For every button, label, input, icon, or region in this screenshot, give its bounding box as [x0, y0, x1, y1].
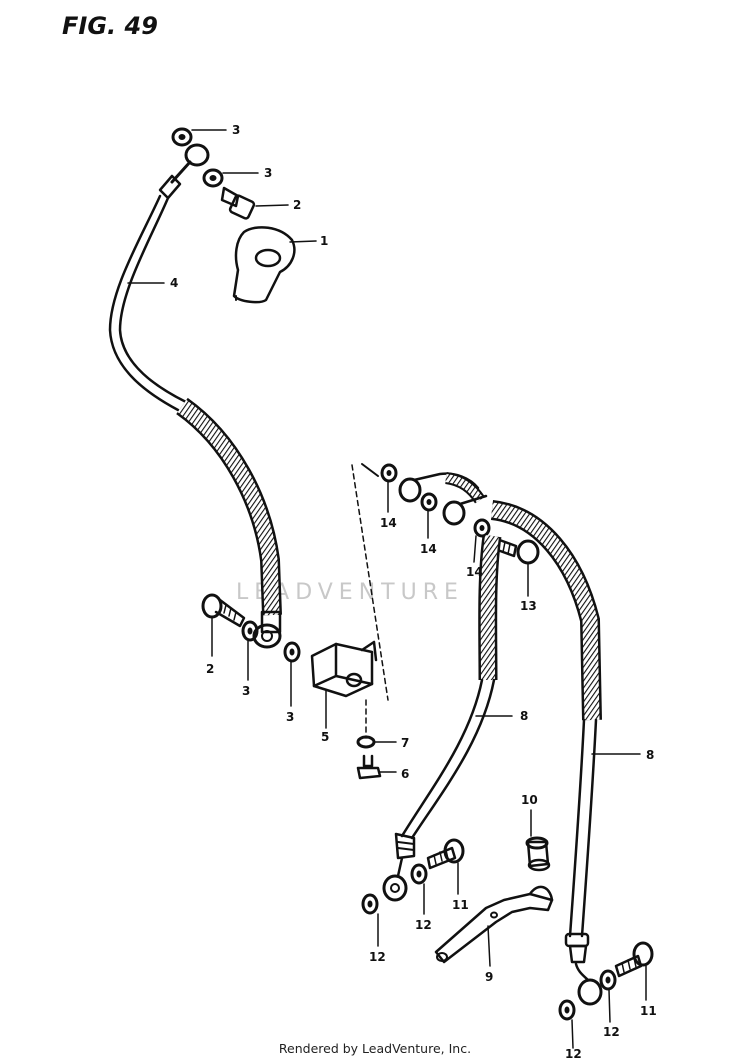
callout-12: 12 [565, 1047, 582, 1060]
washer-part-12-d [599, 969, 617, 991]
brake-joint-part-5 [310, 640, 378, 698]
washer-part-3-lower-left [241, 620, 259, 642]
washer-part-12-c [558, 999, 576, 1021]
callout-7: 7 [401, 736, 409, 750]
master-cylinder-part-1 [232, 226, 296, 304]
callout-11: 11 [452, 898, 469, 912]
washer-part-3-second [202, 168, 224, 188]
brake-hose-part-8-right [490, 500, 603, 1006]
callout-14: 14 [380, 516, 397, 530]
callout-2: 2 [206, 662, 214, 676]
hose-clamp-part-9 [434, 885, 554, 964]
callout-12: 12 [369, 950, 386, 964]
washer-part-14-a [380, 463, 398, 483]
union-bolt-part-11-right [614, 941, 654, 978]
callout-1: 1 [320, 234, 328, 248]
washer-part-3-lower-right [283, 641, 301, 663]
callout-12: 12 [415, 918, 432, 932]
union-bolt-part-2-upper [220, 186, 256, 220]
callout-2: 2 [293, 198, 301, 212]
footer-credit: Rendered by LeadVenture, Inc. [278, 1041, 472, 1056]
bolt-part-6 [356, 754, 382, 780]
callout-6: 6 [401, 767, 409, 781]
leader-lines [127, 129, 647, 1049]
washer-part-12-a [361, 893, 379, 915]
washer-part-14-c [473, 518, 491, 538]
figure-title: FIG. 49 [62, 12, 158, 40]
washer-part-3-top [171, 127, 193, 147]
callout-3: 3 [242, 684, 250, 698]
washer-part-7 [356, 735, 376, 749]
callout-3: 3 [232, 123, 240, 137]
callout-13: 13 [520, 599, 537, 613]
upper-brake-hose-part-4 [108, 143, 282, 649]
assembly-guide-tick [361, 463, 379, 477]
callout-14: 14 [420, 542, 437, 556]
callout-10: 10 [521, 793, 538, 807]
union-bolt-part-11-left [426, 838, 465, 870]
union-bolt-part-2-lower [201, 593, 246, 628]
callout-4: 4 [170, 276, 178, 290]
callout-14: 14 [466, 565, 483, 579]
callout-8: 8 [646, 748, 654, 762]
assembly-guide-line [351, 464, 389, 739]
callout-3: 3 [286, 710, 294, 724]
hose-fittings-upper [398, 472, 488, 526]
callout-8: 8 [520, 709, 528, 723]
callout-11: 11 [640, 1004, 657, 1018]
callout-12: 12 [603, 1025, 620, 1039]
callout-5: 5 [321, 730, 329, 744]
callout-3: 3 [264, 166, 272, 180]
grommet-part-10 [525, 836, 551, 872]
washer-part-12-b [410, 863, 428, 885]
callout-9: 9 [485, 970, 493, 984]
brake-hose-part-8-left [382, 534, 502, 902]
callout-labels: 3 3 2 1 4 2 3 3 5 7 6 14 14 14 13 8 8 10… [170, 123, 657, 1060]
washer-part-14-b [420, 492, 438, 512]
